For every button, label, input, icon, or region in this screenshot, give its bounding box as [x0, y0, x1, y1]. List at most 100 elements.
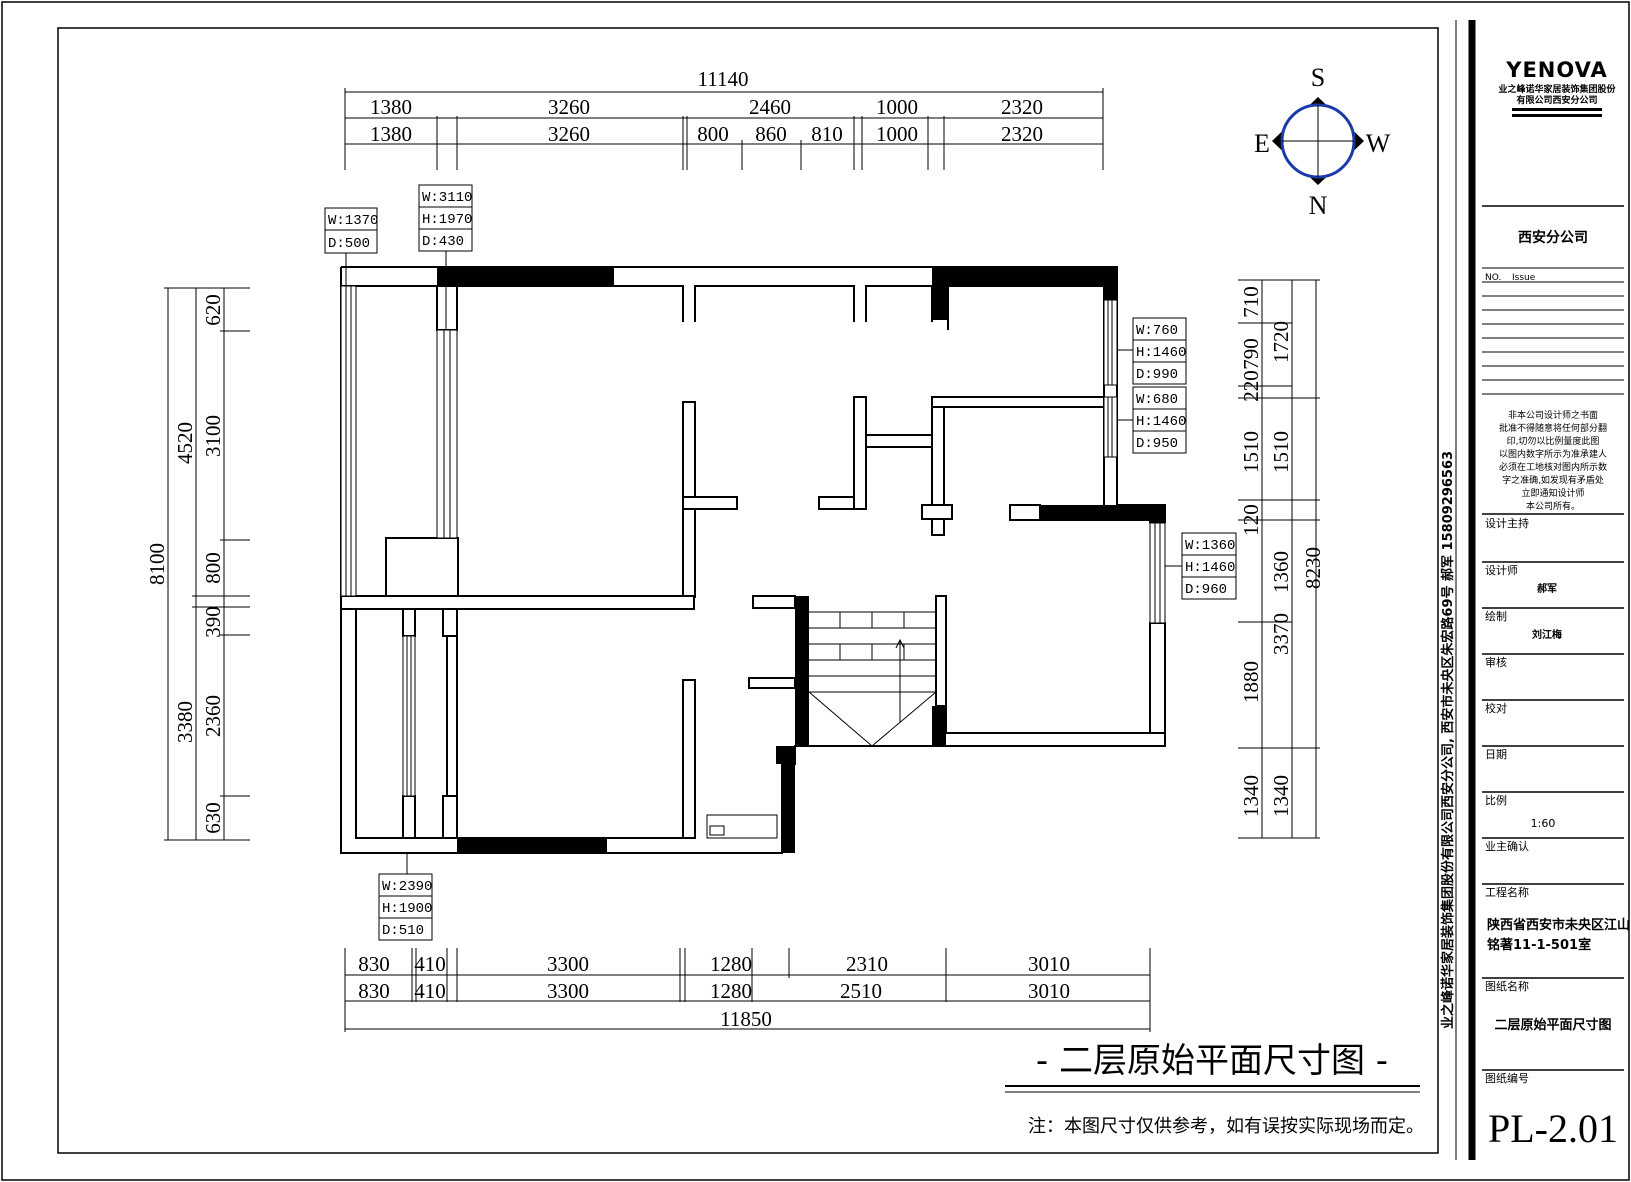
bottom-dim-1: 830 — [358, 952, 390, 976]
bottom-dim-6: 3010 — [1028, 952, 1070, 976]
solid-wall-segments — [437, 267, 1165, 853]
top-dim2-4: 860 — [755, 122, 787, 146]
owner-confirm-label: 业主确认 — [1485, 840, 1529, 853]
top-dim2-3: 800 — [697, 122, 729, 146]
bottom-dim-3: 3300 — [547, 952, 589, 976]
left-group-1: 4520 — [173, 422, 197, 464]
top-dim-4: 1000 — [876, 95, 918, 119]
drawing-name-label: 图纸名称 — [1485, 979, 1529, 993]
company-address-vertical: 业之峰诺华家居装饰集团股份有限公司西安分公司, 西安市未央区朱宏路69号 郝军 … — [1440, 451, 1456, 1029]
top-dim-3: 2460 — [749, 95, 791, 119]
check-label: 校对 — [1485, 701, 1507, 715]
branch-name: 西安分公司 — [1518, 229, 1588, 246]
right-dimensions — [1238, 279, 1320, 839]
drawing-number: PL-2.01 — [1488, 1106, 1618, 1151]
radiator-fixture — [706, 814, 778, 839]
right-group-1: 1720 — [1269, 321, 1293, 363]
company-logo: YENOVA — [1505, 58, 1608, 82]
notice-line-2: 批准不得随意将任何部分翻 — [1499, 422, 1607, 434]
right-group-4: 3370 — [1269, 613, 1293, 655]
top-dim2-2: 3260 — [548, 122, 590, 146]
review-label: 审核 — [1485, 655, 1507, 669]
right-overall-dim: 8230 — [1301, 547, 1325, 589]
company-name-line1: 业之峰诺华家居装饰集团股份 — [1498, 83, 1616, 95]
interior-partitions — [340, 285, 1166, 839]
drafter-name: 刘江梅 — [1532, 628, 1562, 641]
window-4-depth: D:950 — [1136, 436, 1178, 452]
bottom-dim2-1: 830 — [358, 979, 390, 1003]
right-detail-1: 710 — [1239, 286, 1263, 318]
top-overall-dim: 11140 — [698, 67, 749, 91]
left-detail-3: 800 — [201, 552, 225, 584]
top-dim-1: 1380 — [370, 95, 412, 119]
window-label-boxes — [324, 184, 1237, 941]
sheet-border-inner — [57, 27, 1439, 1154]
top-dim2-6: 1000 — [876, 122, 918, 146]
window-3-width: W:760 — [1136, 323, 1178, 339]
notice-line-6: 字之准确,如发现有矛盾处 — [1502, 474, 1604, 486]
right-detail-6: 1880 — [1239, 661, 1263, 703]
window-5-height: H:1460 — [1185, 560, 1235, 576]
bottom-dim2-5: 2510 — [840, 979, 882, 1003]
designer-label: 设计师 — [1485, 564, 1518, 577]
right-detail-3: 220 — [1239, 370, 1263, 402]
window-6-depth: D:510 — [382, 923, 424, 939]
issue-label: Issue — [1512, 273, 1536, 283]
left-dimensions — [164, 287, 250, 841]
window-3-depth: D:990 — [1136, 367, 1178, 383]
left-detail-5: 2360 — [201, 695, 225, 737]
left-detail-1: 620 — [201, 294, 225, 326]
scale-value: 1:60 — [1531, 817, 1556, 830]
drawing-name-value: 二层原始平面尺寸图 — [1494, 1017, 1611, 1033]
notice-line-1: 非本公司设计师之书面 — [1508, 409, 1598, 421]
compass-north-label: N — [1309, 191, 1328, 220]
window-2-height: H:1970 — [422, 212, 472, 228]
right-group-5: 1340 — [1269, 775, 1293, 817]
drawing-title: - 二层原始平面尺寸图 - — [1036, 1041, 1388, 1081]
window-5-width: W:1360 — [1185, 538, 1235, 554]
bottom-dim2-4: 1280 — [710, 979, 752, 1003]
window-openings — [340, 285, 1166, 797]
notice-line-4: 以图内数字所示为准承建人 — [1499, 448, 1607, 460]
notice-line-5: 必须在工地核对图内所示数 — [1499, 461, 1607, 473]
bottom-dim2-6: 3010 — [1028, 979, 1070, 1003]
bottom-overall-dim: 11850 — [720, 1007, 772, 1031]
top-dim2-1: 1380 — [370, 122, 412, 146]
issue-no-label: NO. — [1485, 273, 1501, 283]
left-detail-2: 3100 — [201, 415, 225, 457]
window-4-width: W:680 — [1136, 392, 1178, 408]
right-detail-7: 1340 — [1239, 775, 1263, 817]
project-name-label: 工程名称 — [1485, 885, 1529, 899]
bottom-dim-5: 2310 — [846, 952, 888, 976]
window-4-height: H:1460 — [1136, 414, 1186, 430]
drafter-label: 绘制 — [1485, 609, 1507, 623]
project-name-line2: 铭著11-1-501室 — [1487, 937, 1591, 953]
bottom-dim-4: 1280 — [710, 952, 752, 976]
window-3-height: H:1460 — [1136, 345, 1186, 361]
right-detail-5: 120 — [1239, 504, 1263, 536]
window-2-width: W:3110 — [422, 190, 472, 206]
top-dim-5: 2320 — [1001, 95, 1043, 119]
notice-line-3: 印,切勿以比例量度此图 — [1507, 435, 1600, 447]
right-group-2: 1510 — [1269, 431, 1293, 473]
design-lead-label: 设计主持 — [1485, 516, 1529, 530]
notice-line-7: 立即通知设计师 — [1521, 487, 1584, 499]
designer-name: 郝军 — [1537, 582, 1557, 595]
project-name-line1: 陕西省西安市未央区江山 — [1487, 917, 1630, 933]
top-dimensions — [344, 88, 1104, 170]
window-1-width: W:1370 — [328, 213, 378, 229]
bottom-dim-2: 410 — [414, 952, 446, 976]
window-6-width: W:2390 — [382, 879, 432, 895]
right-detail-4: 1510 — [1239, 431, 1263, 473]
date-label: 日期 — [1485, 748, 1507, 761]
top-dim2-7: 2320 — [1001, 122, 1043, 146]
drawing-no-label: 图纸编号 — [1485, 1071, 1529, 1085]
title-block-frame — [1482, 205, 1624, 1071]
scale-label: 比例 — [1485, 793, 1507, 807]
notice-line-8: 本公司所有。 — [1526, 500, 1580, 512]
drawing-note: 注：本图尺寸仅供参考，如有误按实际现场而定。 — [1028, 1116, 1424, 1137]
top-dim2-5: 810 — [811, 122, 843, 146]
staircase — [808, 611, 937, 747]
right-detail-2: 790 — [1239, 338, 1263, 370]
